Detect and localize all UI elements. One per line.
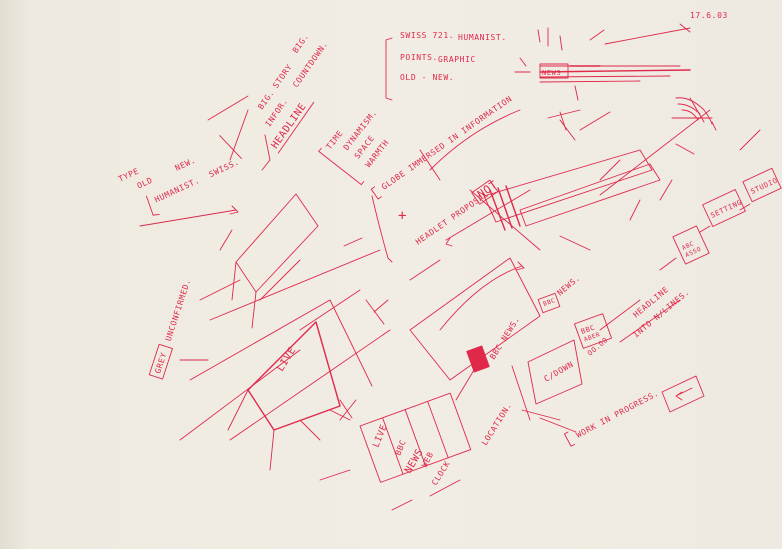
accent-strokes [343, 109, 761, 325]
notes-bracket [385, 37, 393, 101]
location-note: LOCATION. [480, 401, 513, 447]
wip-note: WORK IN PROGRESS. [564, 389, 661, 447]
note-points: POINTS. [400, 53, 438, 62]
bbc-block [466, 345, 490, 373]
plus-mark: + [398, 208, 407, 224]
cell-bbc: BBC [394, 438, 408, 456]
cdown-box [511, 339, 583, 421]
headlet-note: HEADLET PROPOSAL NOT [414, 178, 500, 247]
note-wip: WORK IN PROGRESS. [575, 389, 661, 440]
big-story-cluster: BIG. STORY BIG. INFOR. COUNTDOWN. HEADLI… [256, 32, 330, 154]
note-news-big: NEWS. [556, 273, 583, 297]
flow-top [537, 292, 681, 349]
note-new: NEW. [174, 156, 197, 173]
time-cluster: TIME DYNAMISM. SPACE WARMTH [318, 108, 391, 186]
note-bbc-news: BBC NEWS. [488, 315, 521, 361]
note-humanist: HUMANIST. [458, 33, 507, 42]
live-info-panel [359, 392, 472, 483]
note-swiss: SWISS 721. [400, 31, 454, 40]
note-graphic: GRAPHIC [438, 55, 476, 64]
note-bbc-small: BBC [542, 297, 556, 308]
globe-sketch [671, 97, 717, 131]
cell-live: LIVE [372, 423, 390, 449]
note-humanist-2: HUMANIST. [153, 176, 201, 205]
news-tag: NEWS [542, 69, 561, 77]
grey-note: GREY UNCONFIRMED. [148, 278, 193, 380]
note-old: OLD [136, 176, 155, 191]
note-studio: STUDIO [749, 176, 779, 195]
note-old-new: OLD - NEW. [400, 73, 454, 82]
screen-perspective-sketch [179, 193, 391, 471]
note-swiss-2: SWISS. [208, 157, 241, 179]
type-notes: TYPE OLD NEW. HUMANIST. SWISS. [117, 135, 242, 216]
note-globe: GLOBE IMMERSED IN INFORMATION [380, 94, 514, 191]
note-bbc-2: BBC [394, 438, 408, 456]
note-live: LIVE [372, 423, 390, 449]
note-setting: SETTING [709, 198, 743, 219]
arrow-down-story [261, 134, 271, 171]
news-bar-study [514, 23, 691, 101]
note-headlet: HEADLET PROPOSAL [414, 190, 490, 247]
perspective-blocks [429, 109, 711, 251]
note-location: LOCATION. [480, 401, 513, 447]
note-time: TIME [324, 129, 344, 152]
note-big: BIG. [256, 88, 276, 111]
note-cdown: C/DOWN [543, 360, 576, 384]
note-unconfirmed: UNCONFIRMED. [164, 278, 193, 343]
note-abc: ABC [681, 240, 695, 252]
flow-right [659, 167, 782, 271]
bbc-news-label: BBC NEWS. [488, 315, 521, 361]
date-note: 17.6.03 [690, 11, 728, 20]
back-arrow-box [661, 375, 705, 413]
note-big-2: BIG. [291, 32, 311, 55]
big-panel-sketch [409, 257, 541, 381]
note-story: STORY [271, 62, 294, 89]
